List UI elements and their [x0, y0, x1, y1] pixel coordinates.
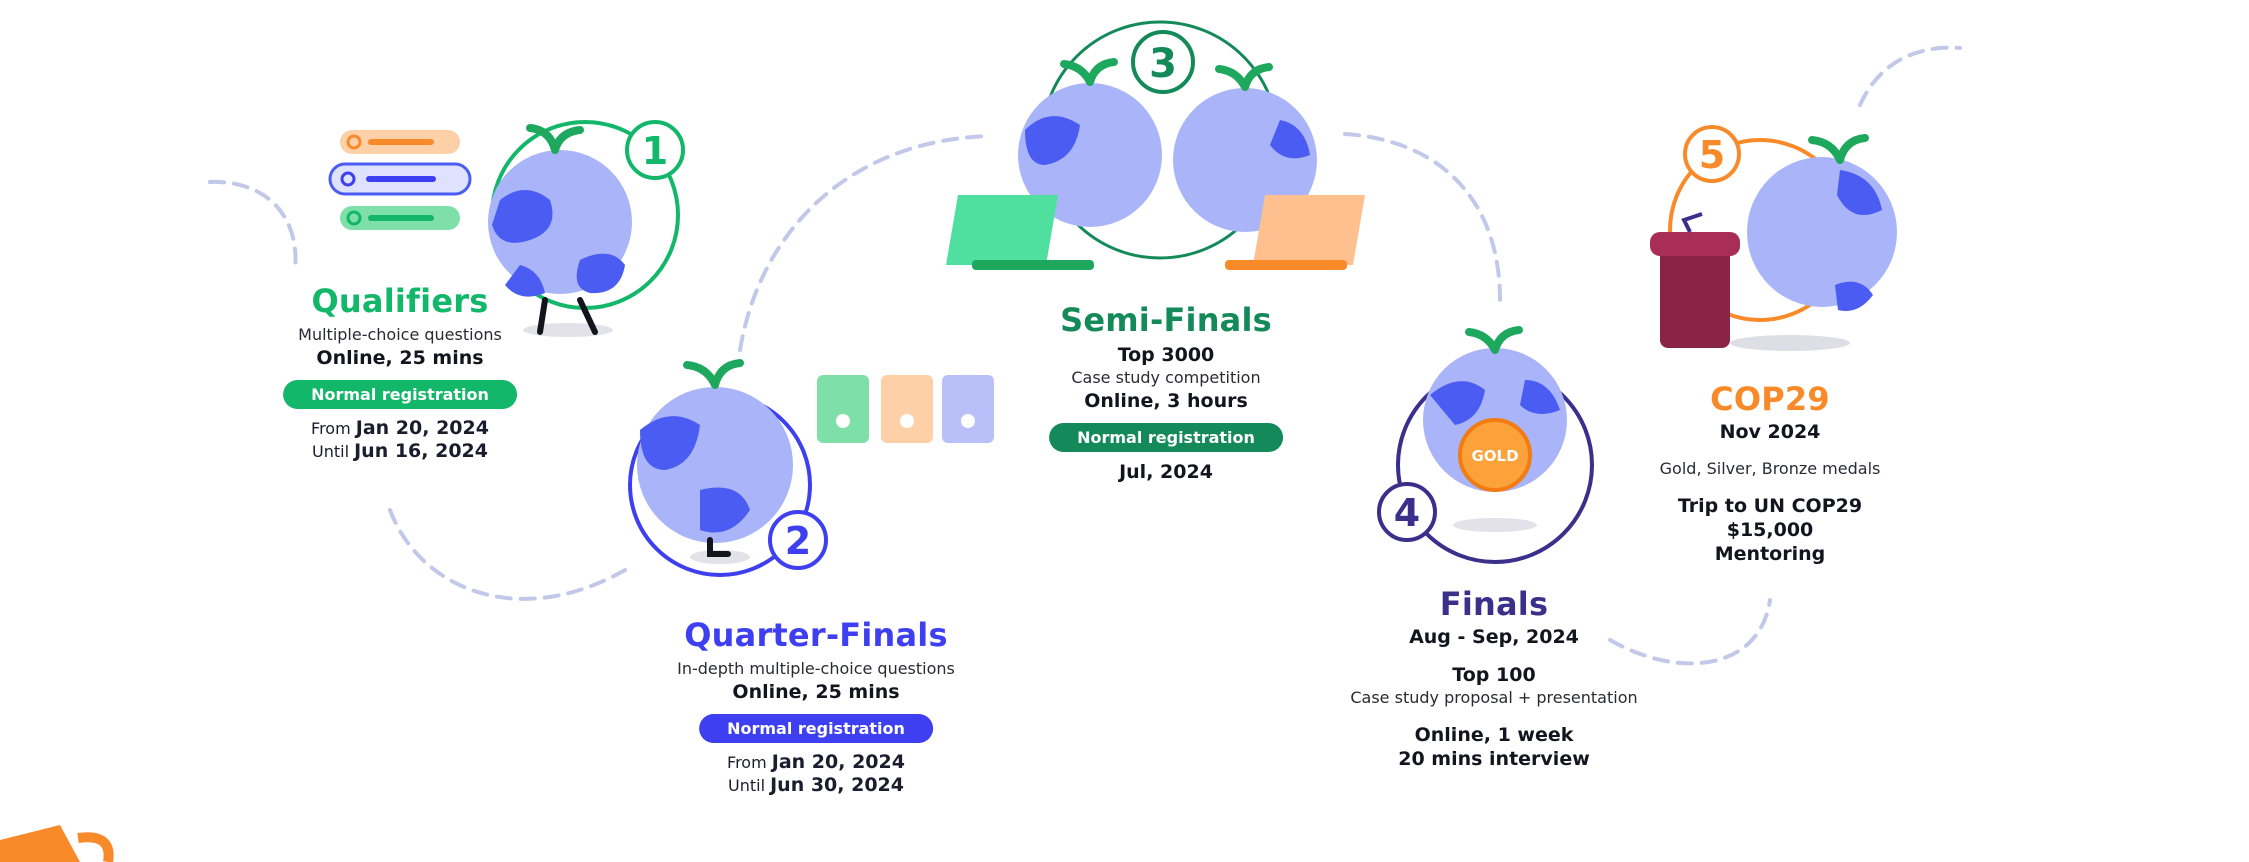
finals-illustration: GOLD 4	[1377, 326, 1594, 564]
cop-title: COP29	[1710, 380, 1830, 418]
finals-top: Top 100	[1452, 664, 1536, 686]
cop-medals: Gold, Silver, Bronze medals	[1659, 459, 1881, 478]
mug-icon	[0, 825, 114, 862]
qualifiers-illustration: 1	[328, 120, 685, 337]
quarter-until: Until Jun 30, 2024	[677, 774, 955, 797]
cop-prize: $15,000	[1726, 519, 1814, 541]
cop-mentoring: Mentoring	[1714, 543, 1826, 565]
quarter-duration: Online, 25 mins	[732, 681, 900, 703]
semi-title: Semi-Finals	[1060, 301, 1272, 339]
semi-info: Semi-Finals Top 3000 Case study competit…	[1049, 301, 1283, 484]
dashed-path	[208, 45, 1962, 666]
from-date: Jan 20, 2024	[771, 751, 905, 773]
until-label: Until	[311, 442, 350, 461]
finals-duration: Online, 1 week	[1414, 724, 1574, 746]
from-label: From	[727, 753, 767, 772]
stage-1-number: 1	[642, 129, 668, 173]
qualifiers-until: Until Jun 16, 2024	[283, 440, 517, 463]
from-date: Jan 20, 2024	[355, 417, 489, 439]
qualifiers-info: Qualifiers Multiple-choice questions Onl…	[283, 282, 517, 463]
gold-medal-label: GOLD	[1471, 447, 1518, 465]
until-date: Jun 16, 2024	[354, 440, 488, 462]
cop-date: Nov 2024	[1719, 421, 1821, 443]
quarter-info: Quarter-Finals In-depth multiple-choice …	[677, 616, 955, 797]
semi-duration: Online, 3 hours	[1084, 390, 1248, 412]
finals-info: Finals Aug - Sep, 2024 Top 100 Case stud…	[1350, 585, 1637, 771]
qualifiers-format: Multiple-choice questions	[298, 325, 502, 344]
quarter-registration-badge: Normal registration	[699, 714, 933, 743]
stage-5-number: 5	[1699, 133, 1725, 177]
finals-title: Finals	[1439, 585, 1549, 623]
qualifiers-from: From Jan 20, 2024	[283, 417, 517, 440]
finals-date: Aug - Sep, 2024	[1409, 626, 1579, 648]
quarter-illustration: 2	[628, 359, 994, 577]
qualifiers-title: Qualifiers	[311, 282, 489, 320]
semi-registration-badge: Normal registration	[1049, 423, 1283, 452]
qualifiers-registration-badge: Normal registration	[283, 380, 517, 409]
semi-top: Top 3000	[1117, 344, 1215, 366]
semi-date: Jul, 2024	[1119, 461, 1213, 483]
cop-illustration: 5	[1650, 125, 1897, 351]
until-date: Jun 30, 2024	[770, 774, 904, 796]
semi-illustration: 3	[946, 20, 1365, 270]
quarter-from: From Jan 20, 2024	[677, 751, 955, 774]
quarter-format: In-depth multiple-choice questions	[677, 659, 955, 678]
quarter-title: Quarter-Finals	[684, 616, 948, 654]
stage-2-number: 2	[785, 519, 811, 563]
until-label: Until	[727, 776, 766, 795]
semi-format: Case study competition	[1071, 368, 1261, 387]
cop-trip: Trip to UN COP29	[1677, 495, 1863, 517]
from-label: From	[311, 419, 351, 438]
cop-info: COP29 Nov 2024 Gold, Silver, Bronze meda…	[1660, 380, 1881, 566]
stage-3-number: 3	[1149, 41, 1177, 87]
finals-format: Case study proposal + presentation	[1350, 688, 1638, 707]
qualifiers-duration: Online, 25 mins	[316, 347, 484, 369]
stage-4-number: 4	[1394, 491, 1420, 535]
finals-interview: 20 mins interview	[1398, 748, 1590, 770]
